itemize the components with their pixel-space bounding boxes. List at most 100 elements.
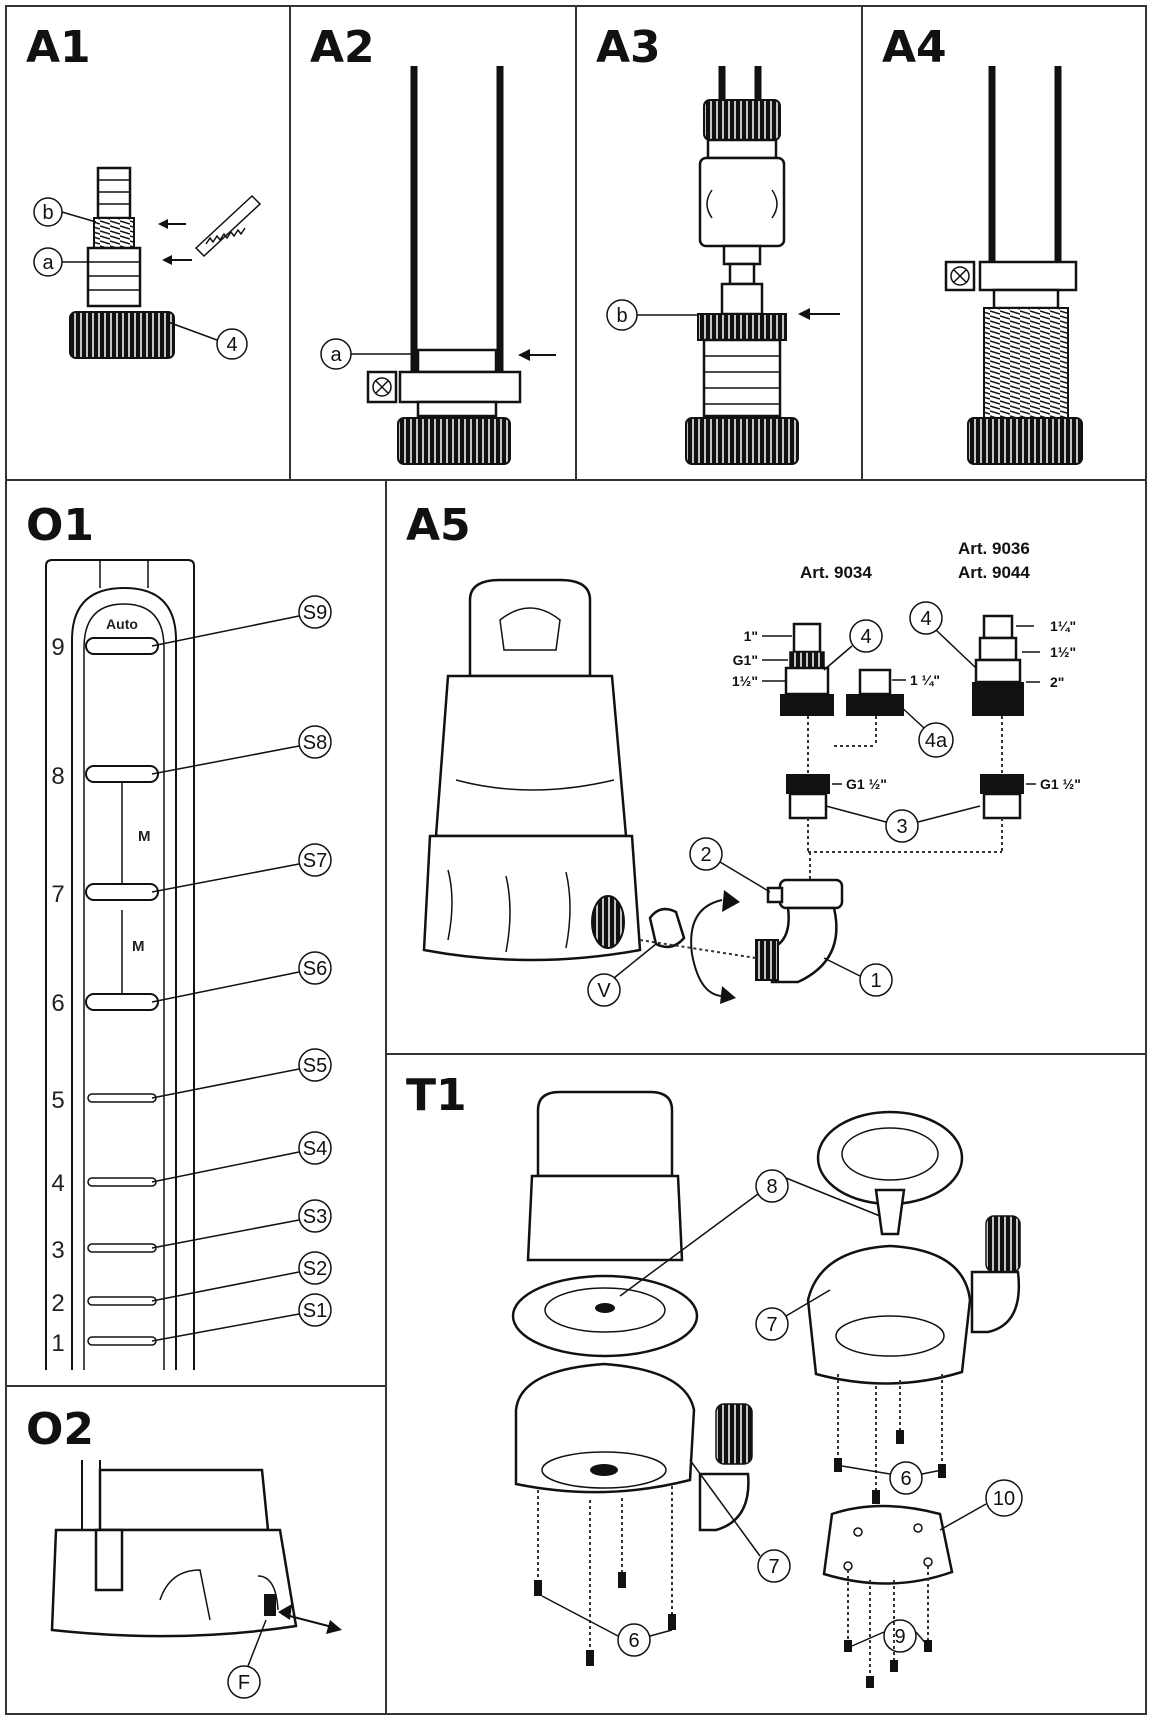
callout-a: a <box>33 247 88 277</box>
adapter-4a-drawing <box>846 668 904 716</box>
scale-number: 1 <box>51 1330 64 1357</box>
callout-1: 1 <box>823 957 893 997</box>
svg-text:1: 1 <box>870 970 881 992</box>
rotate-arrow-icon <box>690 890 740 1004</box>
svg-text:7: 7 <box>768 1556 779 1578</box>
svg-text:7: 7 <box>766 1314 777 1336</box>
panel-o2: O2 F <box>26 1404 342 1699</box>
double-arrow-icon <box>278 1604 342 1634</box>
svg-text:b: b <box>616 305 627 327</box>
callout-7-bottom: 7 <box>689 1459 791 1583</box>
callout-6-bottom: 6 <box>541 1595 673 1657</box>
base-plate-drawing <box>822 1504 954 1585</box>
panel-a5: A5 <box>406 500 1081 1007</box>
size-label: 1½" <box>732 673 758 689</box>
panel-a5-title: A5 <box>406 500 471 551</box>
svg-text:S4: S4 <box>303 1138 327 1160</box>
size-label: 1¼" <box>1050 618 1076 634</box>
panel-o1-title: O1 <box>26 500 94 551</box>
panel-a2-title: A2 <box>310 22 375 73</box>
g-connector-drawing <box>786 774 1024 820</box>
hose-adapter-drawing <box>69 166 175 359</box>
svg-text:4: 4 <box>920 608 931 630</box>
svg-text:6: 6 <box>900 1468 911 1490</box>
callout-9: 9 <box>851 1619 929 1653</box>
svg-text:6: 6 <box>628 1630 639 1652</box>
svg-text:a: a <box>42 252 54 274</box>
callout-s1: S1 <box>151 1293 332 1342</box>
callout-s7: S7 <box>151 843 332 893</box>
svg-text:b: b <box>42 202 53 224</box>
scale-number: 6 <box>51 990 64 1017</box>
callout-6-top: 6 <box>841 1461 943 1495</box>
svg-text:F: F <box>238 1672 250 1694</box>
panel-o1: O1 Auto 9 8 7 6 5 4 3 2 1 <box>26 500 332 1370</box>
size-label: 1" <box>744 628 758 644</box>
svg-text:4: 4 <box>226 334 237 356</box>
svg-text:9: 9 <box>894 1626 905 1648</box>
callout-s4: S4 <box>151 1131 332 1183</box>
callout-4a: 4a <box>897 703 954 758</box>
svg-text:S5: S5 <box>303 1055 327 1077</box>
svg-text:4a: 4a <box>925 730 948 752</box>
impeller-housing-drawing <box>806 1215 1021 1385</box>
scale-number: 4 <box>51 1170 64 1197</box>
g-size-label: G1 ½" <box>1040 776 1081 792</box>
panel-a1: A1 b a <box>26 22 262 360</box>
callout-4-right: 4 <box>909 601 977 669</box>
article-label: Art. 9036 <box>958 539 1030 558</box>
submersible-pump-drawing <box>422 578 642 962</box>
scale-number: 3 <box>51 1237 64 1264</box>
svg-text:S8: S8 <box>303 732 327 754</box>
size-label: G1" <box>733 652 758 668</box>
panel-a4-title: A4 <box>882 22 947 73</box>
adapter-9034-drawing <box>780 622 834 716</box>
scale-number: 8 <box>51 763 64 790</box>
callout-s6: S6 <box>151 951 332 1003</box>
m-marker-label: M <box>132 938 145 955</box>
panel-t1-title: T1 <box>406 1070 467 1121</box>
panel-a3-title: A3 <box>596 22 661 73</box>
callout-4-left: 4 <box>823 619 883 671</box>
callout-v: V <box>587 943 657 1007</box>
scale-numbers: 9 8 7 6 5 4 3 2 1 <box>51 634 64 1357</box>
svg-text:S6: S6 <box>303 958 327 980</box>
callout-8: 8 <box>619 1169 881 1297</box>
size-label-4a: 1 ¼" <box>910 672 940 688</box>
svg-text:8: 8 <box>766 1176 777 1198</box>
m-marker-label: M <box>138 828 151 845</box>
clamped-hose-drawing <box>967 66 1083 465</box>
callout-s5: S5 <box>151 1048 332 1099</box>
svg-text:S7: S7 <box>303 850 327 872</box>
saw-cut-icon <box>194 194 262 258</box>
arrow-icon <box>518 349 556 361</box>
svg-text:a: a <box>330 344 342 366</box>
callout-a: a <box>320 338 416 370</box>
panel-a3: A3 b <box>596 22 840 465</box>
callout-b: b <box>606 299 698 331</box>
callout-s2: S2 <box>151 1251 332 1302</box>
pump-base-drawing <box>50 1460 298 1638</box>
range-brackets <box>116 781 128 995</box>
size-label: 2" <box>1050 674 1064 690</box>
panel-frames <box>5 5 1147 1715</box>
article-label: Art. 9034 <box>800 563 872 582</box>
hose-with-clamp-drawing <box>397 66 522 465</box>
svg-text:2: 2 <box>700 844 711 866</box>
elbow-connector-drawing <box>755 878 844 984</box>
screws-bottom-left <box>534 1486 676 1666</box>
callout-2: 2 <box>689 837 771 893</box>
callout-s9: S9 <box>151 595 332 647</box>
auto-label: Auto <box>106 616 138 632</box>
size-label: 1½" <box>1050 644 1076 660</box>
scale-number: 2 <box>51 1290 64 1317</box>
callout-f: F <box>227 1619 267 1699</box>
svg-text:3: 3 <box>896 816 907 838</box>
svg-text:S2: S2 <box>303 1258 327 1280</box>
panel-t1: T1 <box>406 1070 1023 1688</box>
arrow-icon <box>798 308 840 320</box>
panel-a1-title: A1 <box>26 22 91 73</box>
quick-connector-drawing <box>685 66 799 465</box>
callout-b: b <box>33 197 97 227</box>
